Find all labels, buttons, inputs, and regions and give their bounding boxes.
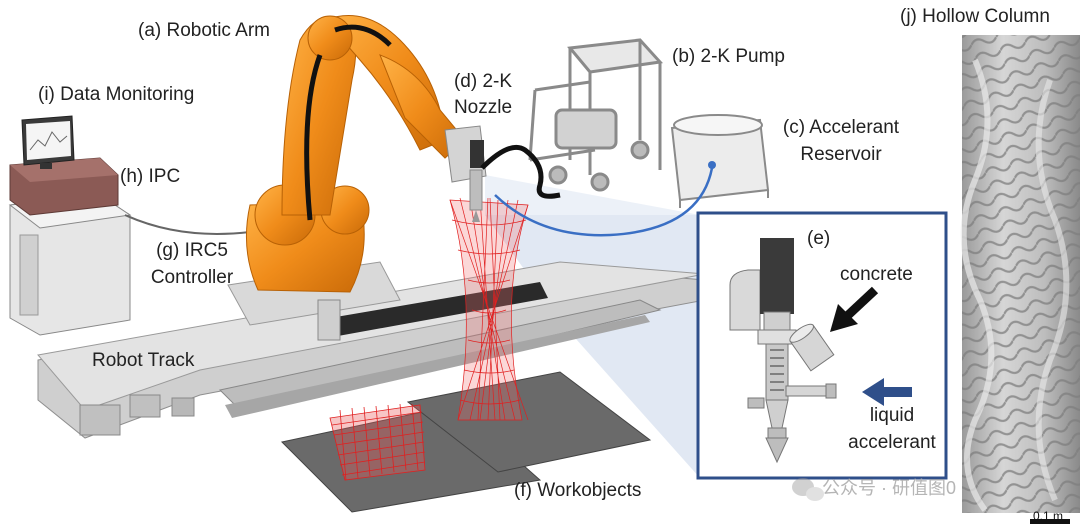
watermark-text: 公众号 · 研值图0: [822, 478, 957, 498]
hollow-column: [960, 35, 1080, 513]
liquid-accelerant-label-2: accelerant: [848, 432, 936, 453]
nozzle: [444, 125, 487, 222]
hollow-column-label: (j) Hollow Column: [900, 6, 1050, 27]
concrete-hose: [480, 144, 561, 199]
pump-label: (b) 2-K Pump: [672, 46, 785, 67]
scale-bar-label: 0.1 m: [1033, 509, 1064, 523]
robotic-arm-label: (a) Robotic Arm: [138, 20, 270, 41]
ipc-cabinet: [8, 115, 132, 336]
nozzle-label-2: Nozzle: [453, 97, 513, 118]
controller-label-2: Controller: [150, 267, 234, 288]
print-path-hyperboloid: [449, 197, 529, 421]
workobject-plates: [280, 371, 652, 513]
robotic-arm: [227, 15, 466, 341]
robot-track: [37, 261, 706, 439]
scale-bar: [1030, 519, 1070, 524]
accelerant-hose: [494, 167, 714, 237]
print-path-left: [329, 403, 426, 481]
controller-label-1: (g) IRC5: [156, 240, 228, 261]
nozzle-label-1: (d) 2-K: [453, 71, 513, 92]
wechat-icon: [792, 478, 824, 501]
concrete-label: concrete: [840, 264, 913, 285]
accelerant-arrow-icon: [862, 378, 912, 406]
data-monitoring-label: (i) Data Monitoring: [38, 84, 195, 105]
accelerant-reservoir: [670, 114, 770, 208]
data-monitor: [21, 115, 75, 169]
accelerant-reservoir-label-2: Reservoir: [800, 144, 882, 165]
workobjects-label: (f) Workobjects: [514, 480, 642, 501]
nozzle-detail-drawing: [729, 238, 837, 464]
ipc-cable: [124, 214, 251, 235]
pump-frame: [528, 38, 664, 192]
concrete-arrow-icon: [830, 286, 879, 332]
ipc-label: (h) IPC: [120, 166, 181, 187]
nozzle-detail-label: (e): [807, 228, 831, 249]
liquid-accelerant-label-1: liquid: [869, 405, 915, 426]
robot-track-label: Robot Track: [92, 350, 195, 371]
accelerant-reservoir-label-1: (c) Accelerant: [782, 117, 900, 138]
